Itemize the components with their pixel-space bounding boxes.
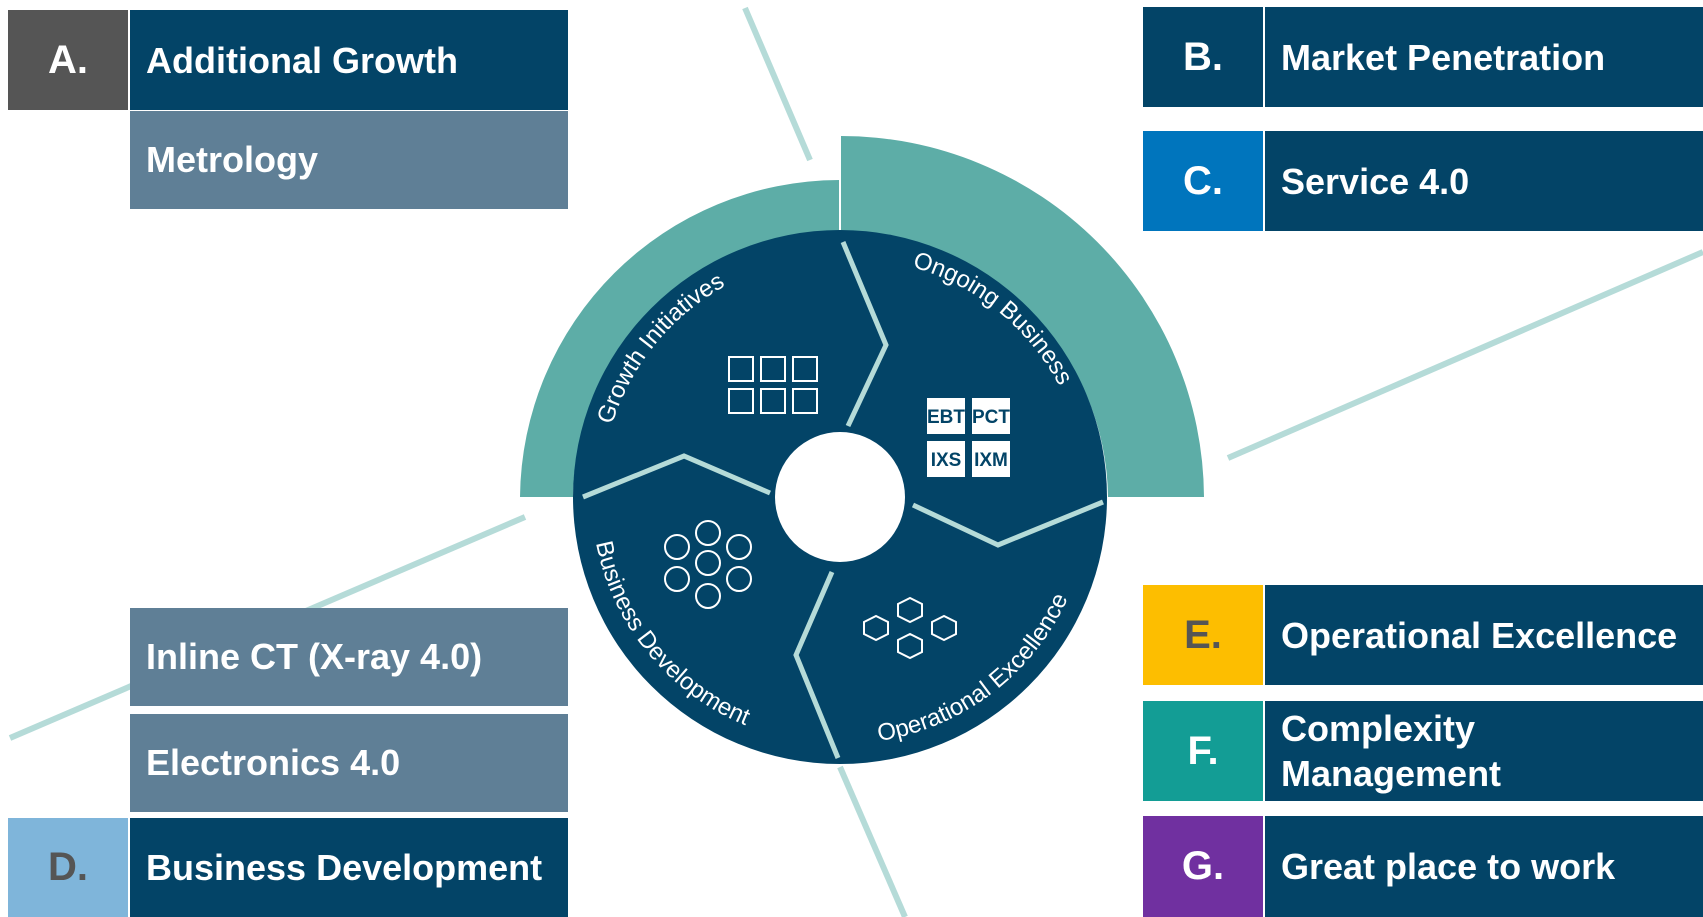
panel-sub-electronics: Electronics 4.0	[130, 714, 568, 812]
letter-badge-g: G.	[1143, 816, 1263, 917]
divider-top	[840, 241, 889, 428]
panel-title-e: Operational Excellence	[1265, 585, 1703, 685]
tile-ixs: IXS	[931, 450, 962, 471]
panel-sub-inline-ct: Inline CT (X-ray 4.0)	[130, 608, 568, 706]
panel-title-f-fill	[1590, 701, 1703, 801]
letter-badge-f: F.	[1143, 701, 1263, 801]
hexagons-icon	[863, 596, 957, 660]
circles-cluster-icon	[664, 520, 752, 609]
tile-ixm: IXM	[974, 450, 1008, 471]
tile-ebt: EBT	[927, 407, 965, 428]
panel-title-c: Service 4.0	[1265, 131, 1703, 231]
letter-badge-e: E.	[1143, 585, 1263, 685]
connector-line-a	[742, 6, 813, 162]
connector-line-bc	[1226, 249, 1703, 461]
kpi-tiles-icon: EBT PCT IXS IXM	[927, 398, 1010, 477]
panel-title-a: Additional Growth	[130, 10, 568, 110]
panel-sub-metrology: Metrology	[130, 111, 568, 209]
ongoing-outer-arc	[841, 136, 1204, 497]
letter-badge-d: D.	[8, 818, 128, 917]
divider-left	[582, 453, 771, 500]
letter-badge-a: A.	[8, 10, 128, 110]
growth-outer-arc	[520, 180, 839, 497]
divider-bottom	[793, 571, 841, 759]
wheel-hub	[775, 432, 905, 562]
connector-line-efg	[837, 765, 908, 917]
letter-badge-c: C.	[1143, 131, 1263, 231]
panel-title-b: Market Penetration	[1265, 7, 1703, 107]
squares-grid-icon	[728, 356, 818, 414]
tile-pct: PCT	[972, 407, 1010, 428]
panel-title-d: Business Development	[130, 818, 568, 917]
panel-title-g: Great place to work	[1265, 816, 1703, 917]
panel-title-f: Complexity Management	[1265, 701, 1595, 801]
divider-right	[911, 499, 1104, 548]
letter-badge-b: B.	[1143, 7, 1263, 107]
